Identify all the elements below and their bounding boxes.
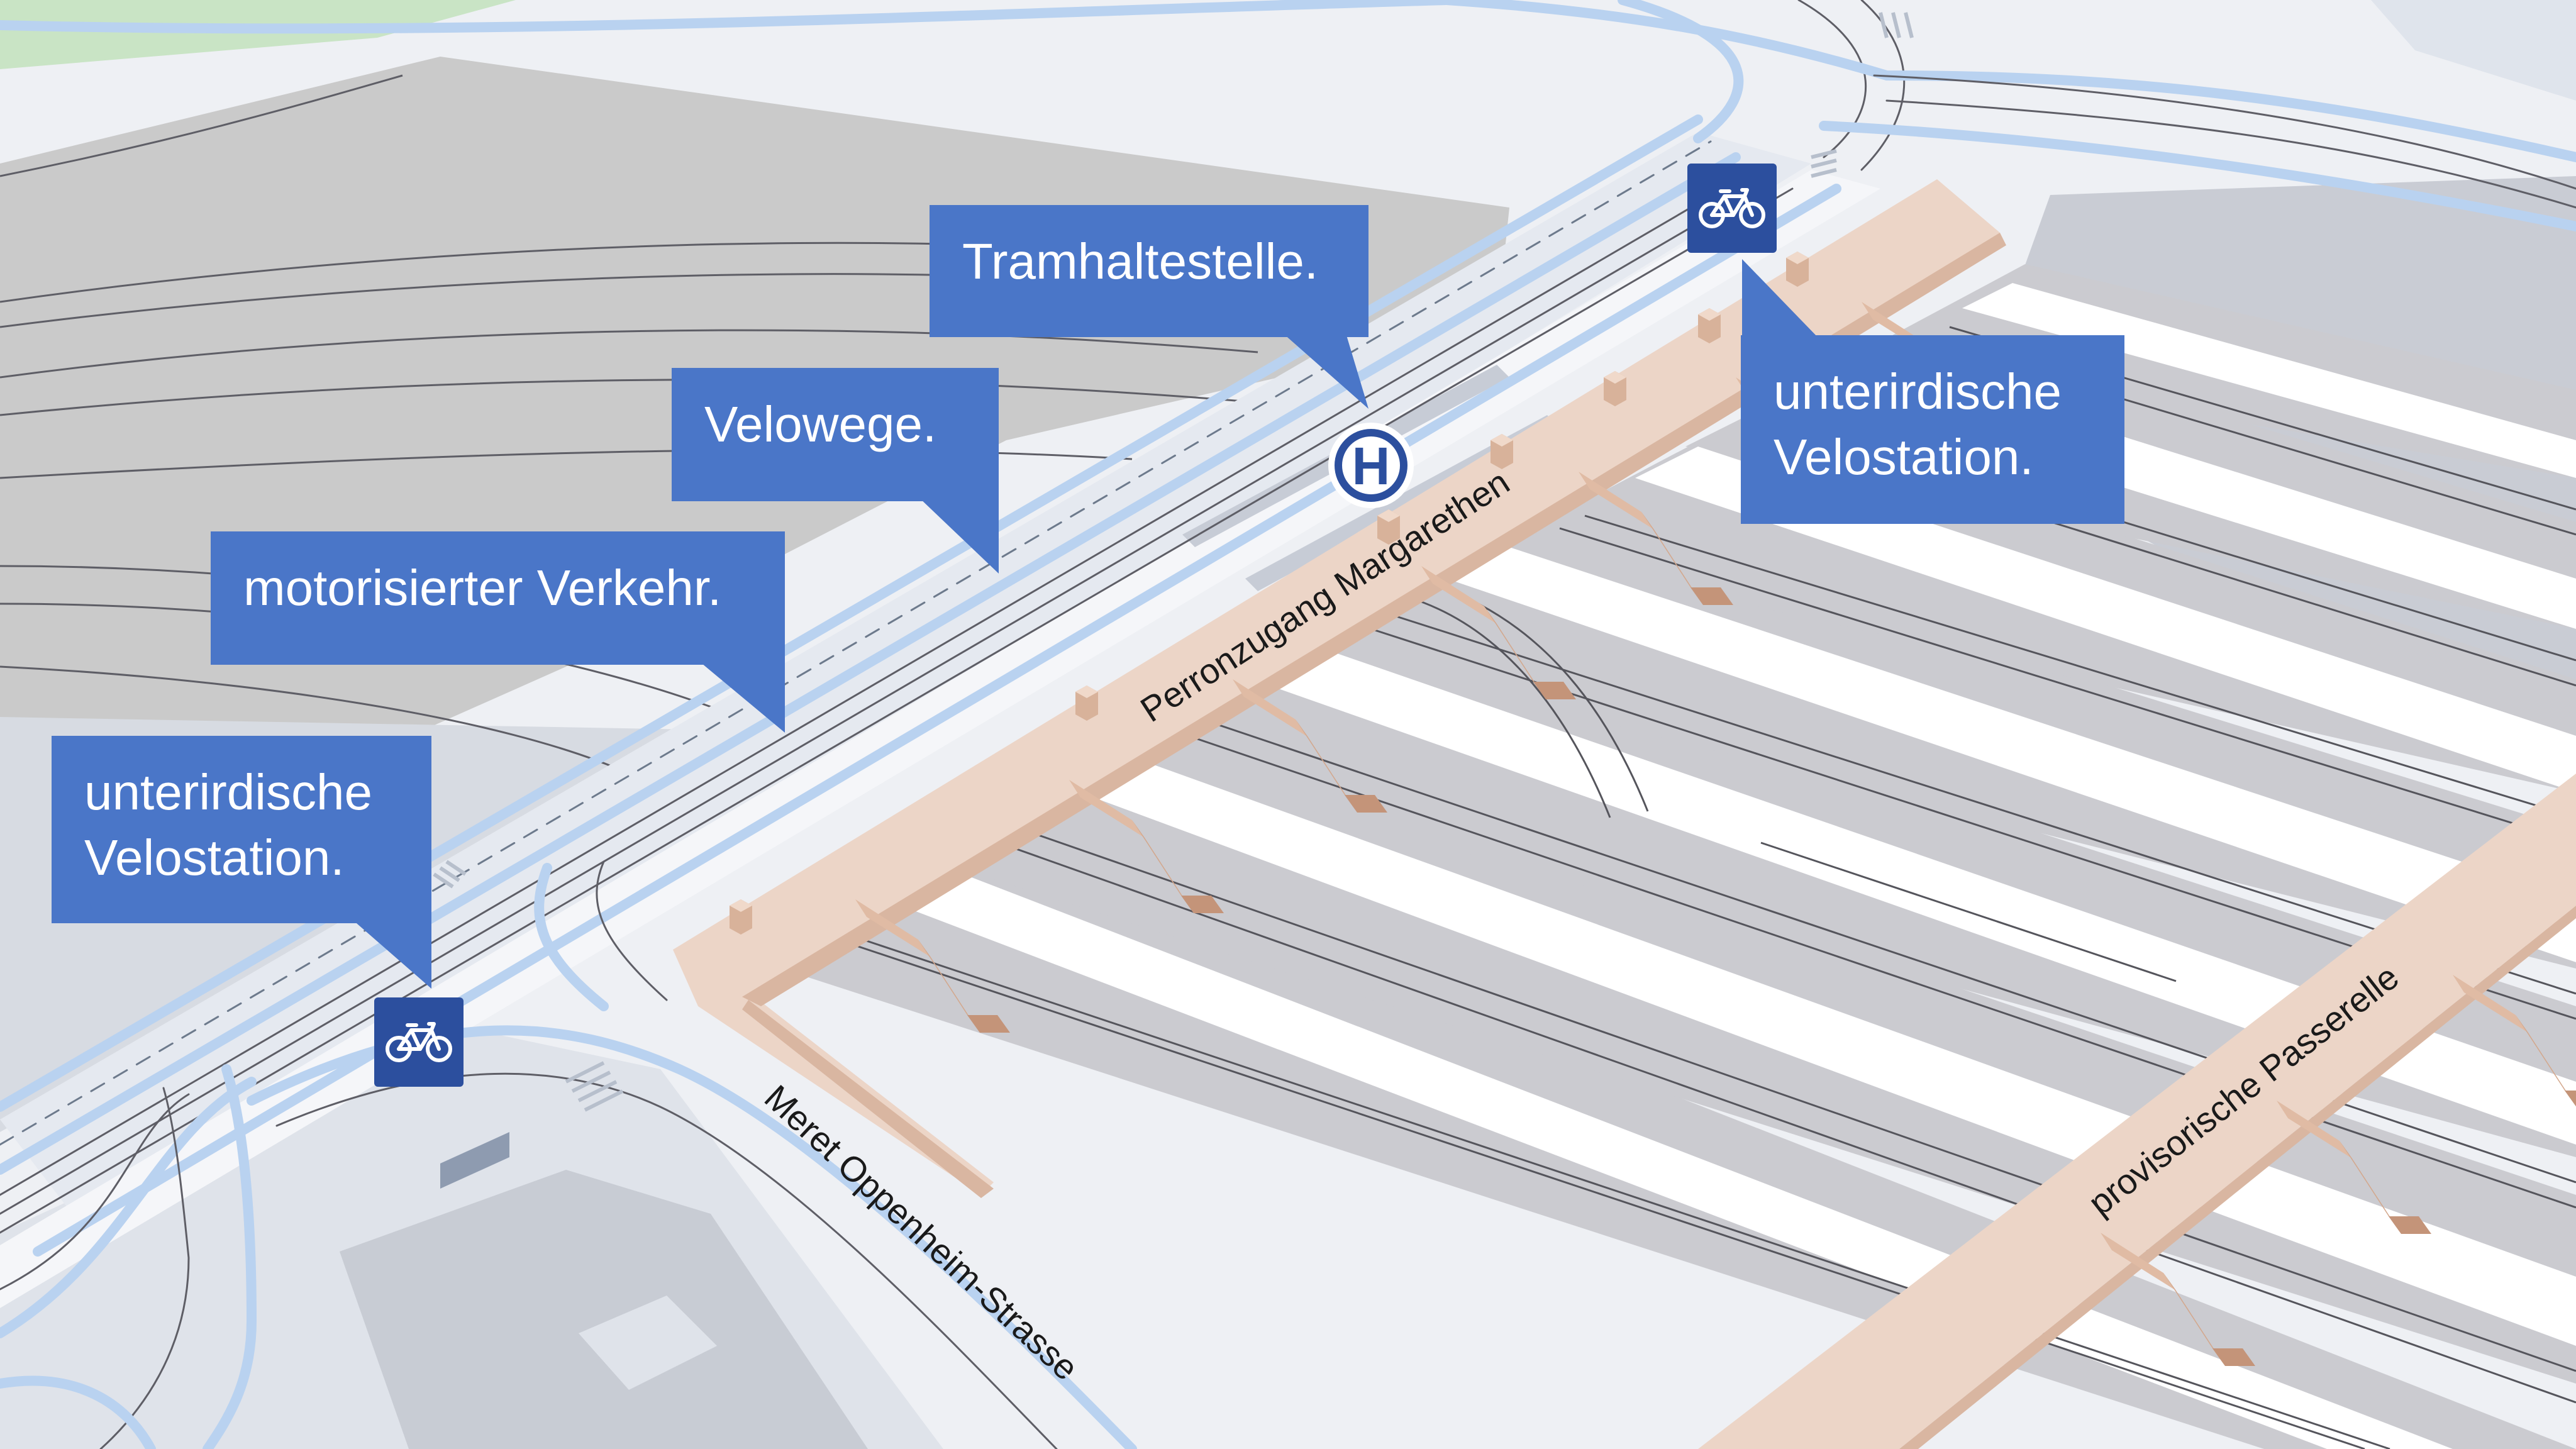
callout-bike-station-right-line2: Velostation. (1774, 429, 2034, 485)
callout-bike-station-left-line1: unterirdische (84, 764, 373, 820)
walkway-perronzugang (673, 179, 2006, 1198)
callout-bike-paths-box: Velowege. (672, 368, 999, 501)
tram-stop-marker[interactable]: H (1328, 423, 1414, 508)
callout-bike-station-left-line2: Velostation. (84, 830, 345, 886)
bicycle-icon (386, 1022, 452, 1062)
temporary-bridge (1698, 774, 2576, 1449)
callout-tram-stop-text: Tramhaltestelle. (962, 233, 1319, 289)
callout-bike-station-left-box: unterirdische Velostation. (52, 736, 431, 923)
callout-bike-station-right-box: unterirdische Velostation. (1741, 335, 2124, 524)
callout-motor-traffic-text: motorisierter Verkehr. (243, 560, 722, 616)
callout-tram-stop-box: Tramhaltestelle. (930, 205, 1368, 337)
bike-station-sign-right[interactable] (1687, 164, 1777, 253)
tram-stop-icon: H (1352, 436, 1391, 496)
crosswalks (433, 12, 1914, 1112)
bike-station-sign-left[interactable] (374, 997, 464, 1087)
callout-bike-paths-text: Velowege. (704, 396, 937, 452)
callout-bike-station-right-line1: unterirdische (1774, 364, 2062, 419)
bicycle-icon (1699, 188, 1765, 228)
callout-motor-traffic-box: motorisierter Verkehr. (211, 531, 785, 665)
track-lines (817, 326, 2576, 1449)
